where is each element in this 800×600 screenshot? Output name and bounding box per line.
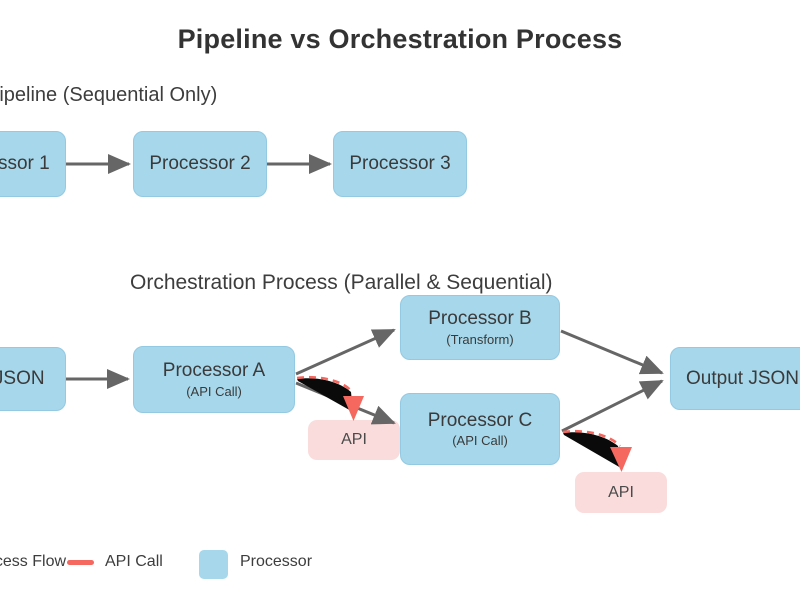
node-label: Output JSON: [686, 367, 799, 389]
node-processor-3: Processor 3: [333, 131, 467, 197]
api-call-wedge-a: [297, 378, 353, 412]
legend-processor-label: Processor: [240, 553, 313, 570]
legend-api-call-swatch: [67, 560, 94, 565]
node-label: Processor A: [162, 360, 266, 382]
node-label: Processor C: [427, 409, 533, 431]
node-sublabel: (API Call): [186, 383, 242, 399]
legend-process-flow-label: Process Flow: [0, 553, 67, 570]
node-label: Processor 2: [149, 153, 251, 175]
node-sublabel: (API Call): [452, 433, 508, 449]
node-processor-c: Processor C (API Call): [400, 393, 560, 465]
node-label: Processor 3: [349, 153, 451, 175]
node-processor-b: Processor B (Transform): [400, 295, 560, 360]
node-input-json: Input JSON: [0, 347, 66, 411]
node-label: API: [341, 431, 367, 448]
node-api-1: API: [308, 420, 400, 460]
node-processor-2: Processor 2: [133, 131, 267, 197]
orchestration-section-heading: Orchestration Process (Parallel & Sequen…: [130, 271, 553, 294]
arrow-c-output: [561, 379, 664, 433]
api-call-dashed-curve-a: [296, 375, 354, 393]
pipeline-section-heading: Pipeline (Sequential Only): [0, 84, 218, 106]
node-sublabel: (Transform): [446, 331, 514, 347]
node-label: Processor B: [428, 308, 532, 330]
api-call-dashed-curve-c: [562, 429, 621, 447]
api-call-wedge-c: [563, 432, 621, 468]
api-call-arrowhead-a: [343, 396, 364, 421]
arrow-b-output: [560, 329, 664, 375]
node-api-2: API: [575, 472, 667, 513]
legend-processor-swatch: [199, 550, 228, 579]
arrow-a-c: [295, 381, 396, 425]
api-call-arrowhead-c: [610, 447, 632, 472]
node-processor-1: Processor 1: [0, 131, 66, 197]
node-label: API: [608, 483, 634, 501]
node-label: Input JSON: [0, 368, 45, 390]
arrow-a-b: [295, 328, 396, 376]
page-title: Pipeline vs Orchestration Process: [177, 24, 623, 54]
node-label: Processor 1: [0, 153, 50, 175]
node-processor-a: Processor A (API Call): [133, 346, 295, 413]
legend-api-call-label: API Call: [105, 553, 163, 570]
node-output-json: Output JSON: [670, 347, 800, 410]
